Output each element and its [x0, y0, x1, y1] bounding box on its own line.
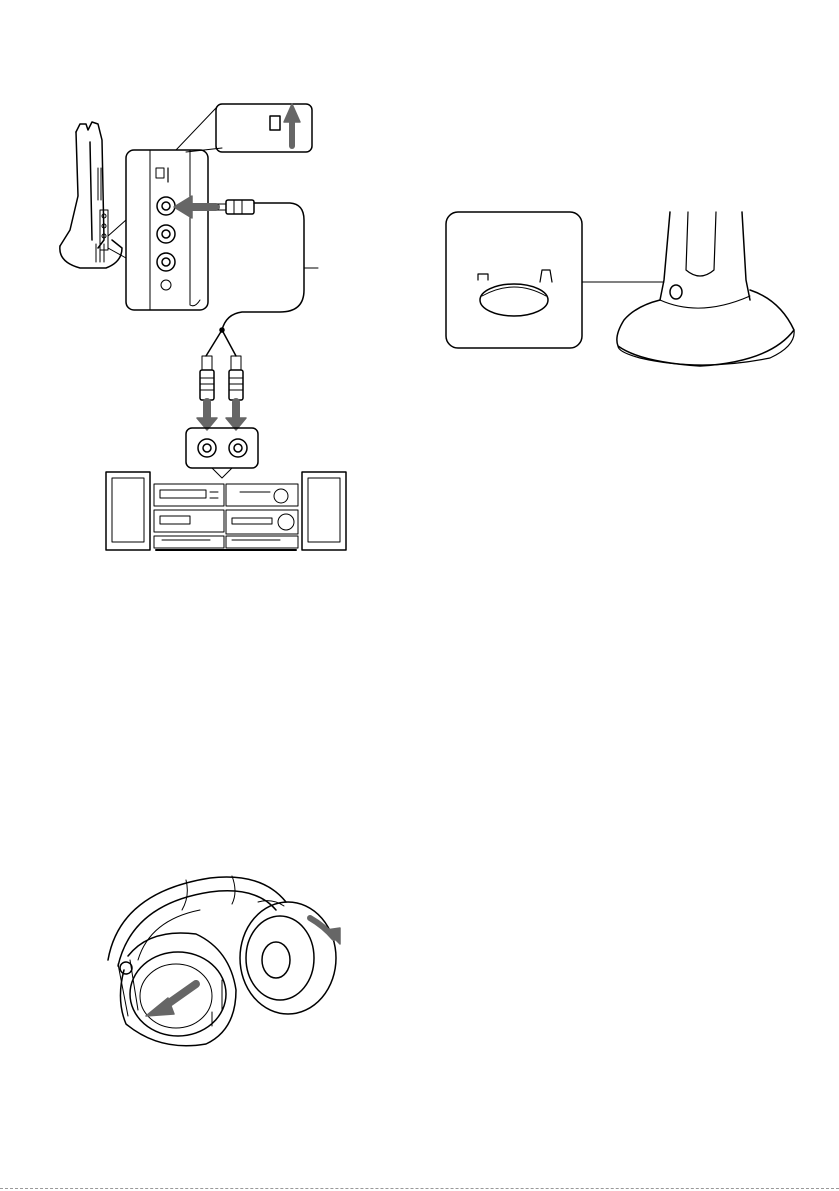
transmitter-icon [60, 122, 126, 268]
headphone-figure [100, 865, 360, 1060]
jack-panel-detail [126, 150, 208, 310]
page-bottom-border [0, 1188, 839, 1189]
stereo-system-icon [106, 472, 346, 550]
switch-detail-box [446, 212, 664, 348]
down-arrow-icon [197, 402, 246, 430]
transmitter-connection-figure [40, 95, 370, 565]
switch-callout [176, 104, 312, 152]
plug-in-arrow-icon [174, 196, 216, 218]
stereo-cable [200, 200, 318, 400]
headphones-icon [108, 876, 336, 1046]
rca-jacks-detail [186, 428, 258, 478]
transmitter-base-icon [617, 212, 794, 366]
power-switch-figure [440, 205, 800, 380]
